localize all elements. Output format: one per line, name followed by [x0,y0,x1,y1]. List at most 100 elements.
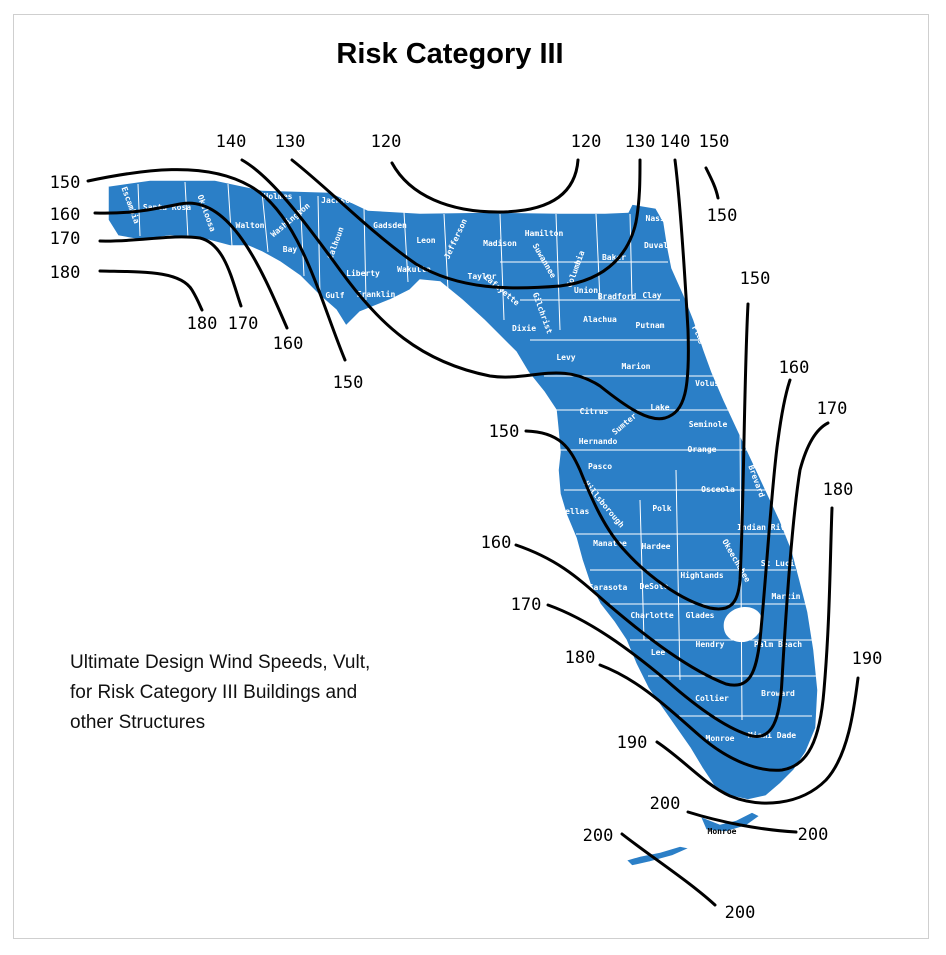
county-label: Osceola [701,485,735,494]
contour-label: 150 [707,206,738,226]
county-label: Alachua [583,315,617,324]
map-title: Risk Category III [336,38,564,70]
county-label: Pinellas [551,506,590,516]
county-label: Monroe [708,827,737,836]
county-label: Levy [556,353,575,362]
county-label: Hardee [642,542,671,551]
county-label: Sarasota [589,583,628,592]
contour-label: 150 [740,269,771,289]
contour-labels: 150 160 170 180 140 130 120 120 130 140 … [50,132,883,923]
contour-170-mid [546,421,830,738]
contour-200-south [620,832,717,907]
county-label: Putnam [636,321,665,330]
county-label: Seminole [689,419,728,429]
contour-label: 170 [817,399,848,419]
county-label: Walton [236,221,265,230]
contour-label: 160 [779,358,810,378]
county-label: Manatee [593,539,627,548]
caption-line: other Structures [70,712,206,733]
county-label: Collier [695,693,729,703]
contour-label: 120 [571,132,602,152]
caption-line: for Risk Category III Buildings and [70,682,358,703]
contour-label: 150 [489,422,520,442]
contour-label: 180 [565,648,596,668]
contour-label: 200 [650,794,681,814]
county-label: Lake [650,403,669,412]
contour-label: 160 [273,334,304,354]
contour-label: 170 [228,314,259,334]
county-label: Hamilton [525,228,564,238]
county-label: Leon [416,236,435,245]
contour-170-west [98,235,243,308]
county-label: Gadsden [373,221,407,230]
contour-label: 140 [216,132,247,152]
contour-label: 150 [699,132,730,152]
county-label: Bay [283,245,298,254]
county-label: Duval [644,241,668,250]
county-label: Taylor [468,272,497,281]
county-label: Charlotte [630,611,674,620]
county-label: Indian River [737,522,795,532]
contour-190 [655,676,860,805]
contour-150-west [86,168,347,362]
county-label: Holmes [264,192,293,201]
county-label: Marion [622,361,651,371]
contour-130 [290,158,642,290]
contour-180-mid [598,506,834,772]
contour-label: 130 [275,132,306,152]
county-label: Palm Beach [754,640,802,649]
contour-label: 160 [50,205,81,225]
map-caption: Ultimate Design Wind Speeds, Vult, for R… [70,648,430,738]
county-label: Monroe [706,734,735,743]
county-label: Madison [483,238,517,248]
county-label: Franklin [357,289,396,299]
contour-label: 180 [187,314,218,334]
county-label: St Lucie [761,558,800,568]
county-label: Bradford [598,292,637,301]
county-label: Lee [651,648,666,657]
county-label: DeSoto [640,582,669,591]
contour-label: 160 [481,533,512,553]
wind-contours [86,158,860,907]
county-label: Liberty [346,268,380,278]
contour-120 [390,158,580,214]
contour-label: 120 [371,132,402,152]
contour-label: 180 [50,263,81,283]
caption-line: Ultimate Design Wind Speeds, Vult, [70,652,371,673]
contour-label: 190 [852,649,883,669]
contour-160-west [93,201,289,330]
contour-140 [240,158,690,421]
contour-150-ne [704,166,720,200]
contour-160-mid [514,378,792,687]
county-label: Gulf [325,291,344,300]
county-label: Citrus [580,406,609,416]
county-label: Hernando [579,437,618,446]
florida-landmass [107,179,819,867]
contour-label: 150 [50,173,81,193]
contour-label: 130 [625,132,656,152]
county-label: Hendry [696,640,725,649]
county-label: Dixie [512,323,536,333]
contour-label: 150 [333,373,364,393]
contour-200-keys [686,810,798,834]
county-label: Broward [761,689,795,698]
county-label: Volusia [695,378,729,388]
county-label: Orange [688,445,717,454]
county-label: Polk [652,504,671,513]
contour-label: 180 [823,480,854,500]
lake-okeechobee [723,607,763,643]
contour-label: 170 [511,595,542,615]
county-label: Glades [686,611,715,620]
county-label: Highlands [680,570,724,580]
county-label: Wakulla [397,265,431,274]
county-label: Pasco [588,462,612,471]
county-label: Nassau [646,214,675,223]
county-label: Union [574,285,598,295]
contour-label: 200 [725,903,756,923]
county-label: Baker [602,253,626,262]
lower-keys [624,845,693,867]
county-label: Miami Dade [748,730,796,740]
contour-label: 200 [798,825,829,845]
contour-label: 190 [617,733,648,753]
